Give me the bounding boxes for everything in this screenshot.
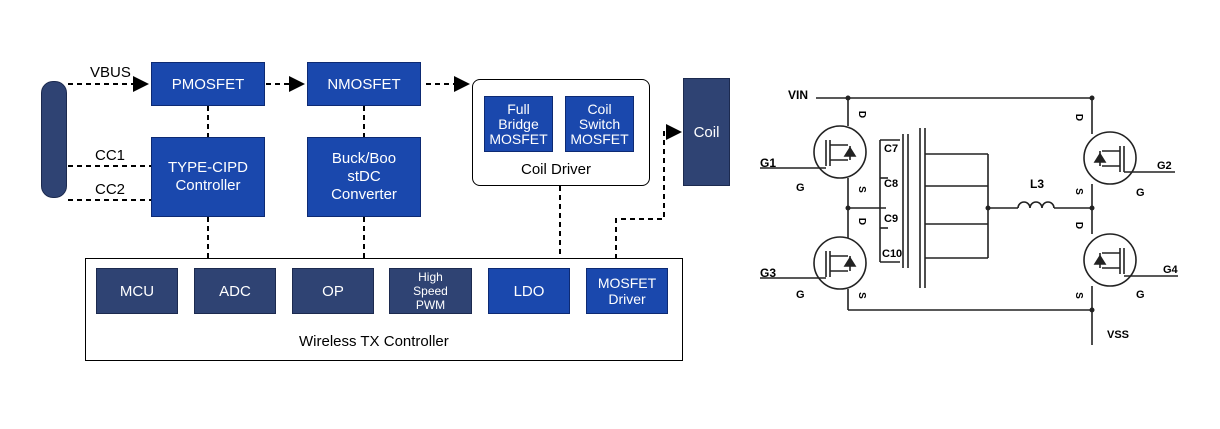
cc2-label: CC2 xyxy=(95,181,126,198)
vin-label: VIN xyxy=(788,88,809,102)
capacitor-c9-label: C9 xyxy=(884,213,899,225)
q1-d-pin-label: D xyxy=(856,110,868,119)
nmosfet-block: NMOSFET xyxy=(307,62,421,106)
cc1-label: CC1 xyxy=(95,147,126,164)
mcu-block: MCU xyxy=(96,268,178,314)
q3-g-pin-label: G xyxy=(796,289,805,301)
q1-g-pin-label: G xyxy=(796,182,805,194)
coil-driver-label: Coil Driver xyxy=(521,161,592,178)
q4-g-pin-label: G xyxy=(1136,289,1145,301)
q2-g-pin-label: G xyxy=(1136,187,1145,199)
adc-block: ADC xyxy=(194,268,276,314)
inductor-l3-label: L3 xyxy=(1030,177,1045,191)
wireless-tx-controller-label: Wireless TX Controller xyxy=(299,333,449,350)
gate-g1-label: G1 xyxy=(760,156,777,170)
full-bridge-mosfet-block: Full Bridge MOSFET xyxy=(484,96,553,152)
q4-d-pin-label: D xyxy=(1073,221,1085,230)
buck-boost-converter-block: Buck/Boo stDC Converter xyxy=(307,137,421,217)
pmosfet-block: PMOSFET xyxy=(151,62,265,106)
op-block: OP xyxy=(292,268,374,314)
capacitor-c8-label: C8 xyxy=(884,178,899,190)
q3-s-pin-label: S xyxy=(855,292,867,299)
typec-pd-controller-block: TYPE-CIPD Controller xyxy=(151,137,265,217)
mosfet-driver-block: MOSFET Driver xyxy=(586,268,668,314)
q3-d-pin-label: D xyxy=(856,217,868,226)
coil-switch-mosfet-block: Coil Switch MOSFET xyxy=(565,96,634,152)
coil-block: Coil xyxy=(683,78,730,186)
vbus-label: VBUS xyxy=(90,64,131,81)
gate-g4-label: G4 xyxy=(1163,264,1178,276)
usb-connector xyxy=(41,81,67,198)
gate-g2-label: G2 xyxy=(1157,160,1172,172)
capacitor-c7-label: C7 xyxy=(884,143,899,155)
gate-g3-label: G3 xyxy=(760,266,777,280)
vss-label: VSS xyxy=(1107,329,1130,341)
high-speed-pwm-block: High Speed PWM xyxy=(389,268,472,314)
capacitor-c10-label: C10 xyxy=(882,248,903,260)
ldo-block: LDO xyxy=(488,268,570,314)
wireless-tx-controller-frame xyxy=(85,258,683,361)
q1-s-pin-label: S xyxy=(855,186,867,193)
mosfet-driver-coil-line xyxy=(615,124,682,259)
q4-s-pin-label: S xyxy=(1072,292,1084,299)
q2-d-pin-label: D xyxy=(1073,113,1085,122)
q2-s-pin-label: S xyxy=(1072,188,1084,195)
